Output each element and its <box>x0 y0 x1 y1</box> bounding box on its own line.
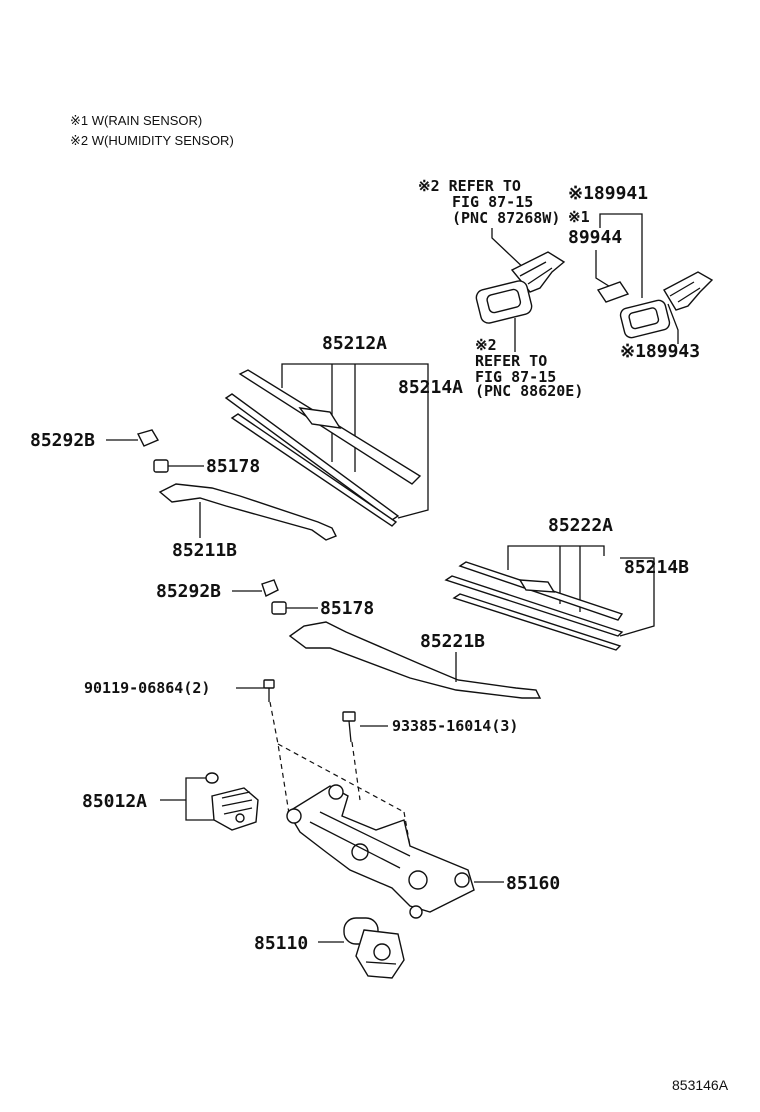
label-93385: 93385-16014(3) <box>392 717 518 735</box>
ref-a-leader <box>491 228 529 273</box>
ref-b-line2: FIG 87-15 <box>475 368 556 386</box>
wiper-relay-85012A <box>205 772 259 831</box>
bolt-93385 <box>342 711 356 743</box>
leader-85214A <box>281 363 429 519</box>
leader-89944 <box>595 250 613 289</box>
leader-89943 <box>667 303 679 344</box>
cap-85292B-2 <box>261 579 279 597</box>
label-85292B-1: 85292B <box>30 430 95 451</box>
label-89944-mark: ※1 <box>568 208 590 226</box>
wiper-arm-85221B <box>288 621 542 699</box>
label-89941: ※189941 <box>568 183 648 204</box>
label-85222A: 85222A <box>548 515 613 536</box>
leader-85012A <box>185 777 214 821</box>
assembly-dash-2 <box>277 743 405 813</box>
wiper-arm-85211B <box>158 483 337 541</box>
label-85214B: 85214B <box>624 557 689 578</box>
leader-85214B <box>619 557 655 637</box>
sensor-pad <box>596 281 630 303</box>
label-89943: ※189943 <box>620 341 700 362</box>
bolt-90119 <box>263 679 275 702</box>
sensor-bracket-left <box>510 251 566 293</box>
wiper-linkage-85160 <box>286 784 475 919</box>
label-85292B-2: 85292B <box>156 581 221 602</box>
note-humidity-sensor: ※2 W(HUMIDITY SENSOR) <box>70 133 234 148</box>
ref-b-line3: (PNC 88620E) <box>475 382 583 400</box>
label-85212A: 85212A <box>322 333 387 354</box>
ref-a-line3: (PNC 87268W) <box>452 209 560 227</box>
sensor-bracket-right <box>663 271 714 311</box>
wiper-blade-upper <box>224 369 422 527</box>
ref-a-line1: ※2 REFER TO <box>418 177 521 195</box>
wiper-motor-85110 <box>343 917 405 979</box>
wiper-blade-lower <box>444 561 624 651</box>
assembly-dash-1 <box>269 701 291 821</box>
nut-85178-2 <box>271 601 287 615</box>
ref-b-mark: ※2 <box>475 336 497 354</box>
label-85178-2: 85178 <box>320 598 374 619</box>
label-90119: 90119-06864(2) <box>84 679 210 697</box>
cap-85292B-1 <box>136 429 160 447</box>
label-85211B: 85211B <box>172 540 237 561</box>
nut-85178-1 <box>153 459 169 473</box>
label-89944: 89944 <box>568 227 622 248</box>
note-rain-sensor: ※1 W(RAIN SENSOR) <box>70 113 202 128</box>
assembly-dash-3 <box>351 741 361 801</box>
label-85012A: 85012A <box>82 791 147 812</box>
label-85110: 85110 <box>254 933 308 954</box>
figure-code: 853146A <box>672 1077 729 1093</box>
leader-85222A <box>507 545 605 570</box>
ref-a-line2: FIG 87-15 <box>452 193 533 211</box>
label-85160: 85160 <box>506 873 560 894</box>
label-85221B: 85221B <box>420 631 485 652</box>
ref-b-line1: REFER TO <box>475 352 547 370</box>
humidity-sensor <box>475 280 533 324</box>
rain-sensor <box>619 299 671 339</box>
leader-89941 <box>599 213 643 298</box>
label-85214A: 85214A <box>398 377 463 398</box>
label-85178-1: 85178 <box>206 456 260 477</box>
